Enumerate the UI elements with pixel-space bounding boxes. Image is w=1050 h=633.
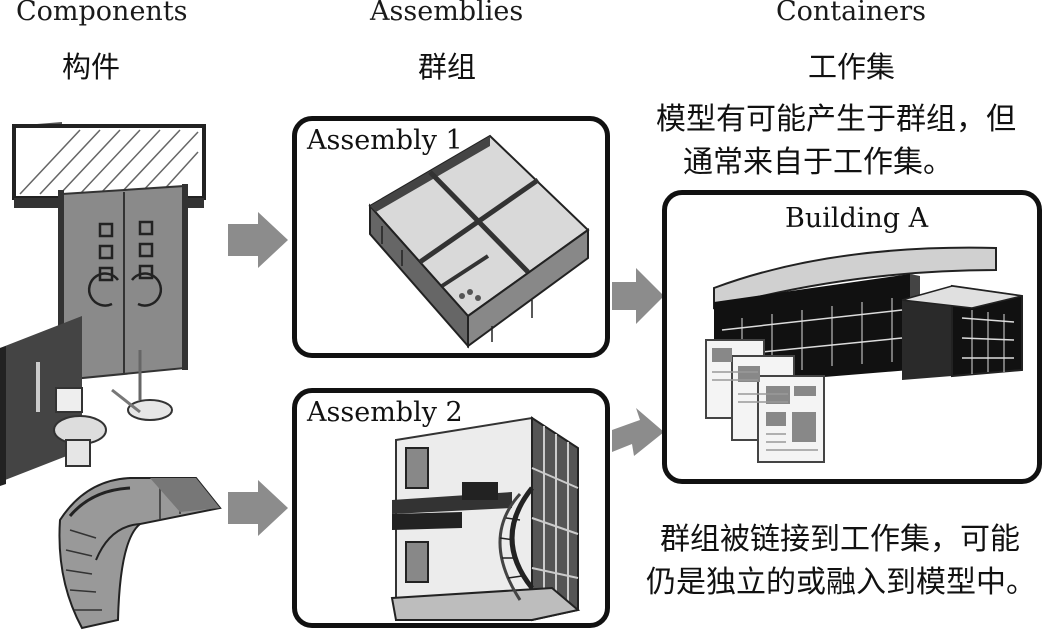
- door-component-icon: [58, 184, 188, 382]
- floorplan-3d-icon: [368, 134, 590, 349]
- stair-section-3d-icon: [390, 416, 581, 622]
- note-bottom: 群组被链接到工作集，可能 仍是独立的或融入到模型中。: [646, 518, 1036, 604]
- note-top-line1: 模型有可能产生于群组，但: [656, 102, 1016, 137]
- note-top: 模型有可能产生于群组，但 通常来自于工作集。: [656, 98, 1016, 184]
- arrow-to-assembly1: [228, 212, 288, 268]
- arrow-to-assembly2: [228, 480, 288, 536]
- toilet-component-icon: [0, 316, 173, 486]
- arrows: [228, 212, 664, 536]
- note-bottom-line2: 仍是独立的或融入到模型中。: [646, 565, 1036, 600]
- document-sheets-icon: [705, 339, 825, 463]
- note-bottom-line1: 群组被链接到工作集，可能: [660, 522, 1020, 557]
- assembly-2-label: Assembly 2: [307, 397, 463, 428]
- assembly-2-box: Assembly 2: [292, 388, 610, 628]
- stair-component-icon: [58, 477, 222, 630]
- arrow-assembly1-to-building: [612, 268, 664, 324]
- building-a-box: Building A: [662, 190, 1042, 484]
- window-component-icon: [12, 122, 206, 208]
- components-header-zh: 构件: [62, 50, 121, 84]
- containers-header-zh: 工作集: [808, 50, 896, 84]
- building-model-icon: [705, 246, 1023, 463]
- assembly-1-box: Assembly 1: [292, 116, 610, 358]
- components-header: Components: [16, 0, 188, 27]
- assemblies-header: Assemblies: [370, 0, 524, 27]
- arrow-assembly2-to-building: [612, 408, 664, 456]
- assemblies-header-zh: 群组: [418, 50, 477, 84]
- assembly-1-label: Assembly 1: [307, 125, 463, 156]
- note-top-line2: 通常来自于工作集。: [683, 145, 953, 180]
- containers-header: Containers: [776, 0, 927, 27]
- building-a-label: Building A: [785, 203, 929, 234]
